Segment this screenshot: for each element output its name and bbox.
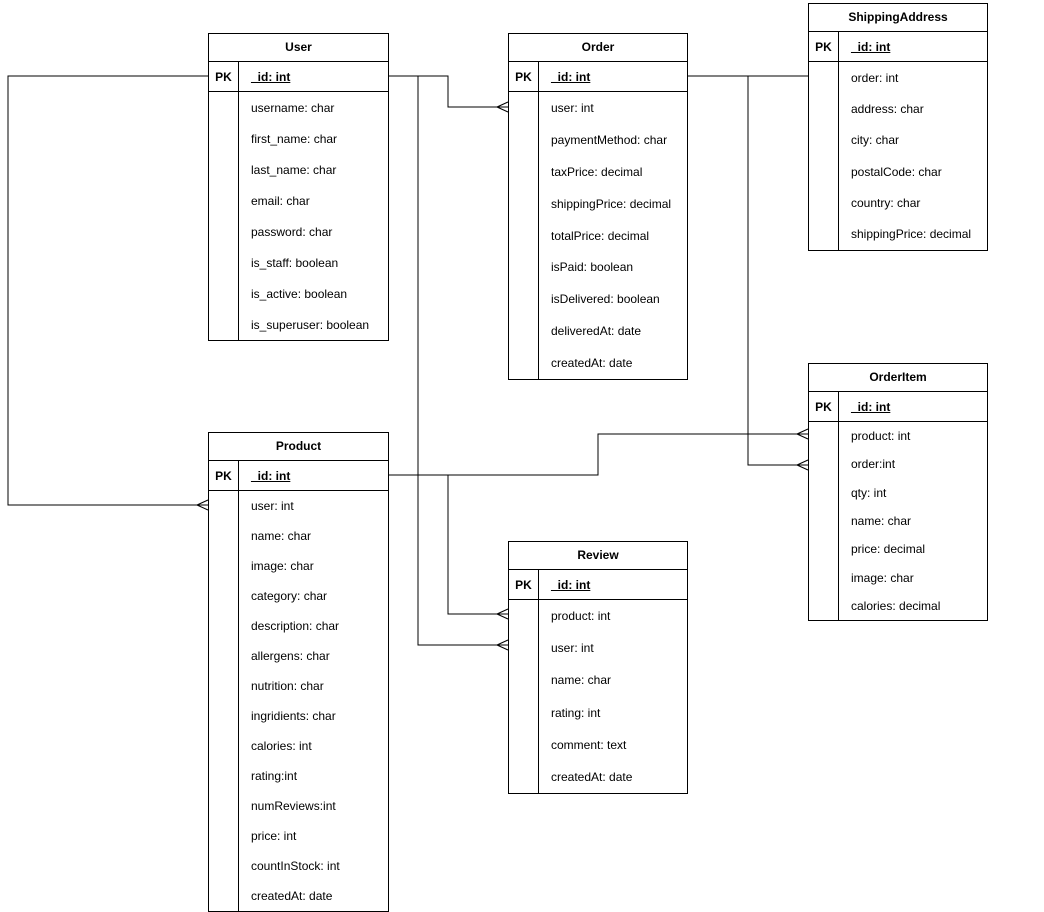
pk-field: _id: int bbox=[239, 62, 388, 92]
field-row: shippingPrice: decimal bbox=[851, 227, 972, 242]
pk-column-spacer bbox=[809, 62, 839, 250]
field-row: password: char bbox=[251, 224, 333, 239]
field-list: product: int user: int name: char rating: i… bbox=[539, 600, 687, 793]
pk-field: _id: int bbox=[839, 32, 987, 62]
field-row: product: int bbox=[851, 429, 911, 444]
field-row: ingridients: char bbox=[251, 709, 336, 723]
relationship-product-review bbox=[388, 474, 509, 620]
field-row: is_superuser: boolean bbox=[251, 317, 370, 332]
pk-label: PK bbox=[809, 392, 839, 422]
pk-label: PK bbox=[809, 32, 839, 62]
field-row: user: int bbox=[551, 641, 594, 656]
field-row: country: char bbox=[851, 195, 921, 210]
entity-title: Product bbox=[209, 433, 388, 461]
entity-title: ShippingAddress bbox=[809, 4, 987, 32]
field-row: countInStock: int bbox=[251, 859, 340, 873]
field-row: user: int bbox=[551, 100, 594, 115]
field-row: user: int bbox=[251, 499, 294, 513]
pk-field: _id: int bbox=[239, 461, 388, 491]
field-row: description: char bbox=[251, 619, 340, 633]
field-row: image: char bbox=[851, 570, 914, 585]
entity-order-item: OrderItem PK _id: int product: int order:… bbox=[808, 363, 988, 621]
field-row: nutrition: char bbox=[251, 679, 324, 693]
field-list: product: int order:int qty: int name: char p… bbox=[839, 422, 987, 620]
field-list: username: char first_name: char last_name:… bbox=[239, 92, 388, 340]
field-row: name: char bbox=[251, 529, 312, 543]
field-row: city: char bbox=[851, 133, 900, 148]
pk-column-spacer bbox=[209, 92, 239, 340]
pk-label: PK bbox=[209, 62, 239, 92]
field-row: first_name: char bbox=[251, 131, 338, 146]
entity-user: User PK _id: int username: char first_nam… bbox=[208, 33, 389, 341]
relationship-product-orderitem bbox=[388, 428, 809, 476]
pk-label: PK bbox=[209, 461, 239, 491]
entity-title: Order bbox=[509, 34, 687, 62]
field-row: name: char bbox=[551, 673, 612, 688]
entity-order: Order PK _id: int user: int paymentMethod… bbox=[508, 33, 688, 380]
pk-column-spacer bbox=[209, 491, 239, 911]
field-row: createdAt: date bbox=[551, 356, 633, 371]
field-row: totalPrice: decimal bbox=[551, 228, 650, 243]
field-list: user: int paymentMethod: char taxPrice: de… bbox=[539, 92, 687, 379]
field-row: order:int bbox=[851, 457, 896, 472]
entity-shipping-address: ShippingAddress PK _id: int order: int ad… bbox=[808, 3, 988, 251]
pk-field: _id: int bbox=[539, 570, 687, 600]
field-row: product: int bbox=[551, 609, 611, 624]
field-row: address: char bbox=[851, 101, 924, 116]
pk-label: PK bbox=[509, 570, 539, 600]
field-row: username: char bbox=[251, 100, 335, 115]
field-row: email: char bbox=[251, 193, 310, 208]
field-row: numReviews:int bbox=[251, 799, 336, 813]
field-row: shippingPrice: decimal bbox=[551, 196, 672, 211]
relationship-user-review bbox=[417, 76, 509, 651]
field-row: price: int bbox=[251, 829, 297, 843]
field-row: isPaid: boolean bbox=[551, 260, 634, 275]
field-row: price: decimal bbox=[851, 542, 926, 557]
field-row: rating: int bbox=[551, 705, 601, 720]
relationship-order-orderitem bbox=[747, 76, 809, 471]
pk-label: PK bbox=[509, 62, 539, 92]
entity-title: OrderItem bbox=[809, 364, 987, 392]
pk-column-spacer bbox=[809, 422, 839, 620]
entity-product: Product PK _id: int user: int name: char i… bbox=[208, 432, 389, 912]
field-list: order: int address: char city: char postalC… bbox=[839, 62, 987, 250]
field-row: createdAt: date bbox=[251, 889, 333, 903]
field-row: is_staff: boolean bbox=[251, 255, 339, 270]
pk-field: _id: int bbox=[839, 392, 987, 422]
entity-title: Review bbox=[509, 542, 687, 570]
field-row: is_active: boolean bbox=[251, 286, 348, 301]
field-list: user: int name: char image: char category: … bbox=[239, 491, 388, 911]
entity-review: Review PK _id: int product: int user: int… bbox=[508, 541, 688, 794]
field-row: rating:int bbox=[251, 769, 298, 783]
field-row: order: int bbox=[851, 70, 899, 85]
field-row: createdAt: date bbox=[551, 769, 633, 784]
pk-column-spacer bbox=[509, 600, 539, 793]
field-row: last_name: char bbox=[251, 162, 337, 177]
pk-field: _id: int bbox=[539, 62, 687, 92]
field-row: taxPrice: decimal bbox=[551, 164, 643, 179]
relationship-user-product bbox=[7, 75, 209, 511]
field-row: postalCode: char bbox=[851, 164, 942, 179]
field-row: calories: int bbox=[251, 739, 312, 753]
field-row: isDelivered: boolean bbox=[551, 292, 660, 307]
field-row: comment: text bbox=[551, 737, 627, 752]
field-row: image: char bbox=[251, 559, 314, 573]
field-row: category: char bbox=[251, 589, 328, 603]
field-row: qty: int bbox=[851, 485, 887, 500]
field-row: name: char bbox=[851, 513, 912, 528]
pk-column-spacer bbox=[509, 92, 539, 379]
field-row: allergens: char bbox=[251, 649, 330, 663]
field-row: deliveredAt: date bbox=[551, 324, 642, 339]
entity-title: User bbox=[209, 34, 388, 62]
field-row: calories: decimal bbox=[851, 598, 941, 613]
relationship-user-order bbox=[388, 75, 509, 113]
field-row: paymentMethod: char bbox=[551, 132, 668, 147]
